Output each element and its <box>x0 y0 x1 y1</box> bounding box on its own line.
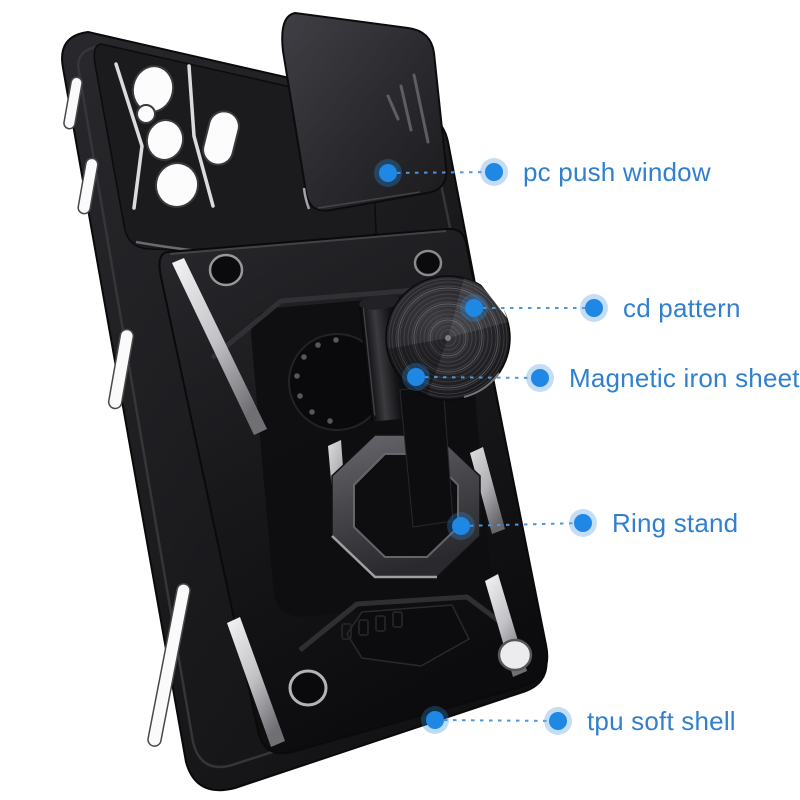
callout-markers <box>374 159 594 734</box>
callout-tpu-soft-shell: tpu soft shell <box>549 705 736 737</box>
pc-push-window-cover <box>281 11 448 212</box>
callout-cd-pattern: cd pattern <box>585 292 741 324</box>
callout-magnetic-iron-sheet: Magnetic iron sheet <box>531 362 800 394</box>
callout-pc-push-window: pc push window <box>485 156 711 188</box>
magnetic-iron-sheet-area <box>288 333 386 431</box>
callout-label: Magnetic iron sheet <box>569 363 800 393</box>
callout-dot <box>585 299 603 317</box>
grip-lines <box>386 73 430 144</box>
side-slots <box>63 76 191 747</box>
callout-line-magnetic-iron-sheet <box>415 376 541 379</box>
rivet-dots <box>294 337 339 424</box>
callout-dot <box>531 369 549 387</box>
callout-line-tpu-soft-shell <box>434 719 559 722</box>
callout-label: pc push window <box>523 157 711 187</box>
flash-cutout <box>136 104 156 124</box>
camera-lens-cutouts <box>131 65 240 208</box>
callout-product-dots <box>374 159 488 734</box>
callout-dot <box>574 514 592 532</box>
corner-screw-holes <box>208 249 533 707</box>
plate-bottom-recess <box>346 604 470 667</box>
cd-grooves <box>388 278 508 398</box>
callout-ring-stand: Ring stand <box>574 507 738 539</box>
side-slot <box>63 76 83 130</box>
callout-label: cd pattern <box>623 293 741 323</box>
callout-line-ring-stand <box>460 522 584 527</box>
embossed-logo-marks <box>341 611 403 640</box>
callout-label: Ring stand <box>612 508 739 538</box>
callout-label: tpu soft shell <box>587 706 736 736</box>
side-slot <box>147 583 191 747</box>
side-slot <box>77 157 99 215</box>
callout-dot <box>485 163 503 181</box>
sensor-pill-cutout <box>202 110 240 166</box>
callout-dot <box>549 712 567 730</box>
side-slot <box>107 328 135 410</box>
camera-groove-lines <box>114 62 215 210</box>
